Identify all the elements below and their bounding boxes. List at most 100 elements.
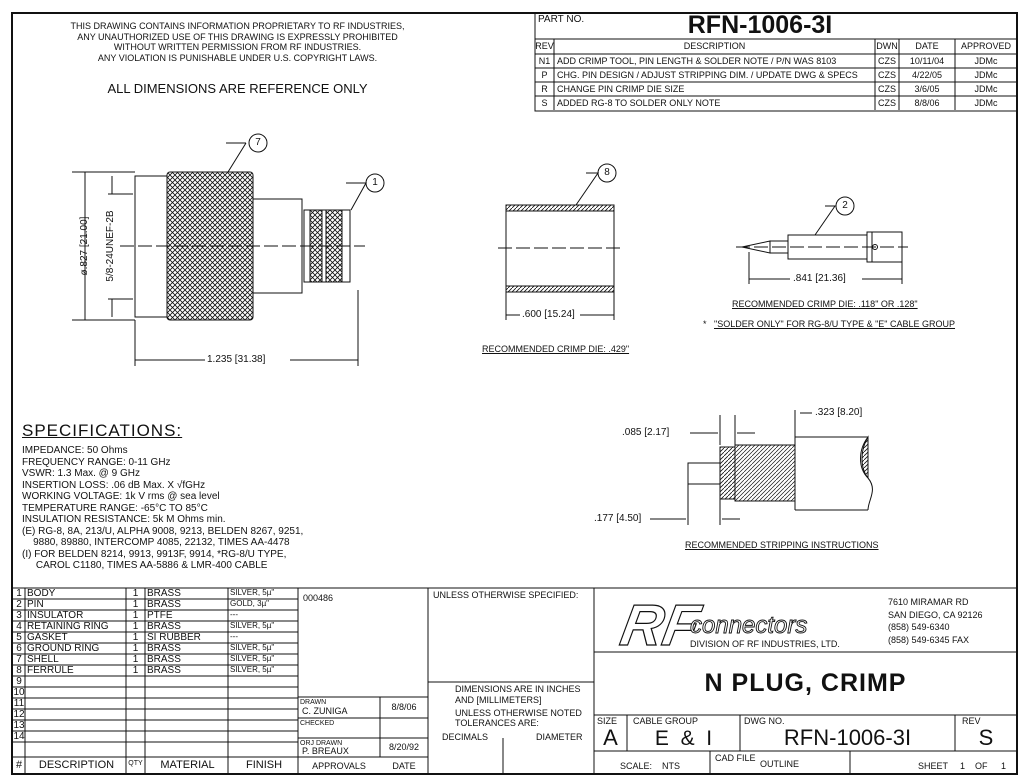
part-no-label: PART NO. — [538, 14, 585, 25]
bom-cell: 14 — [13, 731, 25, 742]
spec-line: IMPEDANCE: 50 Ohms — [22, 445, 128, 456]
drawn-label: DRAWN — [300, 699, 327, 706]
tol-note-1: UNLESS OTHERWISE NOTED — [455, 708, 582, 718]
revision-cell: JDMc — [974, 84, 998, 94]
approvals-header: APPROVALS — [312, 761, 366, 771]
revision-cell: P — [541, 70, 548, 80]
specifications-title: SPECIFICATIONS: — [22, 421, 183, 440]
solder-star: * — [703, 319, 707, 329]
dim-strip-jacket: .323 [8.20] — [815, 407, 863, 418]
bom-cell: BRASS — [147, 599, 181, 610]
bom-header: MATERIAL — [160, 759, 215, 771]
dim-pin: .841 [21.36] — [793, 273, 846, 284]
dims-note-1: DIMENSIONS ARE IN INCHES — [455, 684, 581, 694]
bom-cell: 13 — [13, 720, 25, 731]
cad-file-value: OUTLINE — [760, 759, 800, 769]
bom-cell: 9 — [16, 676, 22, 687]
bom-cell: 5 — [16, 632, 22, 643]
bom-cell: 12 — [13, 709, 25, 720]
dim-ferrule: .600 [15.24] — [522, 309, 575, 320]
spec-line: FREQUENCY RANGE: 0-11 GHz — [22, 456, 171, 468]
revision-cell: JDMc — [974, 98, 998, 108]
bom-cell: 1 — [132, 599, 139, 610]
revision-cell: 4/22/05 — [911, 70, 943, 80]
rf-logo: RF connectors — [615, 593, 807, 659]
orig-drawn-label: ORJ DRAWN — [300, 740, 343, 747]
dim-strip-conductor: .177 [4.50] — [594, 513, 642, 524]
dim-diameter: ø.827 [21.00] — [79, 216, 90, 276]
cable-group-value: E & I — [654, 727, 713, 750]
approval-code: 000486 — [303, 593, 334, 603]
notice-line: THIS DRAWING CONTAINS INFORMATION PROPRI… — [70, 21, 405, 31]
bom-cell: BRASS — [147, 665, 181, 676]
bom-cell: 4 — [16, 621, 22, 632]
pin-drawing — [736, 196, 908, 284]
solder-note: "SOLDER ONLY" FOR RG-8/U TYPE & "E" CABL… — [714, 319, 956, 329]
size-value: A — [603, 725, 618, 750]
revision-cell: JDMc — [974, 70, 998, 80]
revision-header: DWN — [876, 41, 898, 51]
tol-note-2: TOLERANCES ARE: — [455, 718, 539, 728]
cad-file-label: CAD FILE — [715, 753, 756, 763]
balloon-8: 8 — [604, 167, 610, 178]
sheet-label: SHEET — [918, 761, 949, 771]
bom-header: FINISH — [245, 759, 283, 771]
revision-cell: ADDED RG-8 TO SOLDER ONLY NOTE — [557, 98, 721, 108]
revision-cell: R — [541, 84, 548, 94]
connector-body-drawing — [72, 133, 385, 366]
bom-cell: 3 — [16, 610, 22, 621]
spec-line: CAROL C1180, TIMES AA-5886 & LMR-400 CAB… — [22, 560, 268, 571]
bom-header: QTY — [128, 760, 143, 767]
decimals-label: DECIMALS — [442, 732, 489, 742]
revision-cell: CZS — [878, 70, 896, 80]
border — [11, 12, 1018, 775]
bom-cell: 1 — [16, 588, 22, 599]
bom-cell: 8 — [16, 665, 22, 676]
cable-group-label: CABLE GROUP — [633, 716, 699, 726]
drawing-title: N PLUG, CRIMP — [704, 669, 907, 697]
revision-cell: CZS — [878, 56, 896, 66]
revision-block-lines — [534, 12, 1018, 112]
spec-line: INSULATION RESISTANCE: 5k M Ohms min. — [22, 514, 226, 525]
bom-cell: BRASS — [147, 643, 181, 654]
bom-cell: 7 — [16, 654, 22, 665]
bom-cell: GROUND RING — [27, 643, 100, 654]
address-line: 7610 MIRAMAR RD — [888, 597, 969, 607]
stripping-drawing — [650, 410, 873, 525]
company-division: DIVISION OF RF INDUSTRIES, LTD. — [690, 639, 840, 649]
spec-line: (E) RG-8, 8A, 213/U, ALPHA 9008, 9213, B… — [22, 525, 304, 537]
bom-cell: 11 — [13, 698, 25, 709]
bom-cell: SHELL — [27, 654, 59, 665]
bom-cell: BODY — [27, 588, 56, 599]
bom-cell: BRASS — [147, 654, 181, 665]
checked-label: CHECKED — [300, 720, 335, 727]
spec-line: (I) FOR BELDEN 8214, 9913, 9913F, 9914, … — [22, 548, 287, 560]
pin-crimp-note: RECOMMENDED CRIMP DIE: .118" OR .128" — [732, 299, 918, 309]
revision-cell: CHG. PIN DESIGN / ADJUST STRIPPING DIM. … — [557, 70, 858, 80]
svg-text:RF: RF — [616, 593, 706, 658]
drawn-date: 8/8/06 — [391, 702, 417, 712]
revision-header: DATE — [915, 41, 939, 51]
bom-cell: 10 — [13, 687, 25, 698]
revision-cell: N1 — [538, 56, 551, 66]
revision-cell: CZS — [878, 98, 896, 108]
rev-value: S — [978, 725, 994, 750]
bom-cell: GASKET — [27, 632, 68, 643]
revision-cell: CHANGE PIN CRIMP DIE SIZE — [557, 84, 685, 94]
bom-cell: SILVER, 5µ" — [230, 665, 275, 674]
bom-cell: SILVER, 5µ" — [230, 621, 275, 630]
revision-cell: ADD CRIMP TOOL, PIN LENGTH & SOLDER NOTE… — [557, 56, 837, 66]
notice-line: ANY VIOLATION IS PUNISHABLE UNDER U.S. C… — [97, 52, 378, 63]
revision-cell: 10/11/04 — [909, 56, 945, 66]
scale-value: NTS — [662, 761, 680, 771]
bom-header: # — [15, 759, 23, 771]
bom-cell: 1 — [132, 643, 139, 654]
date-header: DATE — [392, 761, 416, 771]
size-label: SIZE — [597, 716, 618, 726]
bom-cell: PTFE — [147, 610, 173, 621]
ferrule-drawing — [498, 163, 622, 320]
address-line: (858) 549-6340 — [888, 622, 950, 632]
spec-line: TEMPERATURE RANGE: -65°C TO 85°C — [22, 502, 208, 514]
revision-cell: 3/6/05 — [914, 84, 940, 94]
